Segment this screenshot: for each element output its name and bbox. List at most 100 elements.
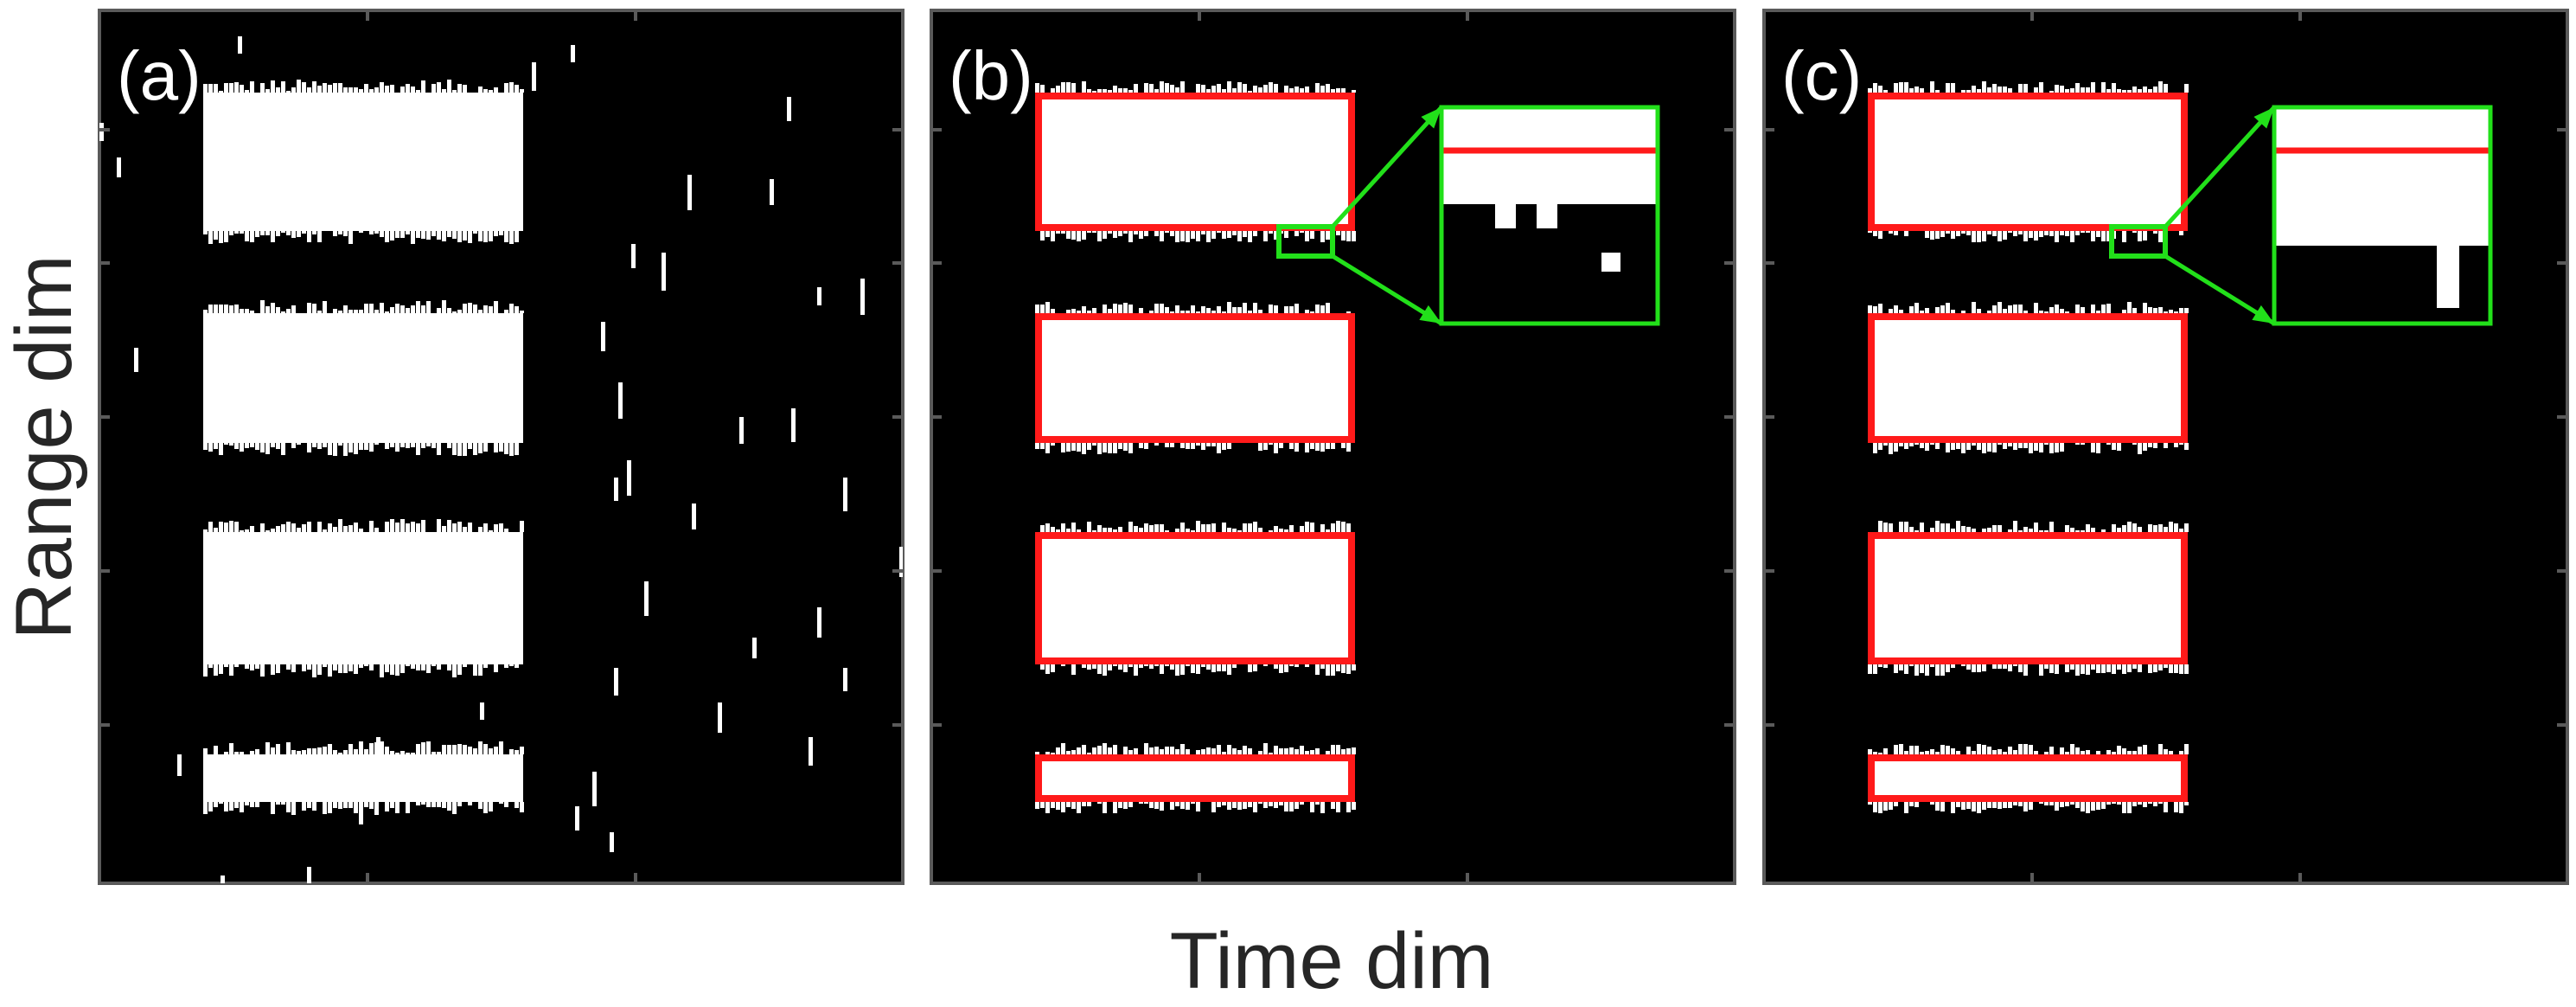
band-fringe bbox=[286, 309, 291, 313]
x-axis-label: Time dim bbox=[1170, 917, 1494, 1005]
band-fringe bbox=[2106, 89, 2111, 93]
band-fringe bbox=[515, 664, 519, 668]
band-fringe bbox=[1352, 664, 1356, 670]
band-fringe bbox=[1139, 664, 1143, 668]
band-fringe bbox=[1961, 526, 1966, 532]
band-fringe bbox=[1982, 529, 1986, 532]
band-fringe bbox=[1243, 523, 1247, 532]
band-fringe bbox=[1232, 664, 1237, 668]
band-fringe bbox=[2184, 84, 2189, 93]
band-fringe bbox=[2039, 530, 2043, 532]
clutter-speck bbox=[843, 478, 847, 511]
band-fringe bbox=[1211, 86, 1216, 93]
band-fringe bbox=[1217, 306, 1221, 313]
band-fringe bbox=[286, 231, 291, 235]
band-fringe bbox=[1211, 523, 1216, 532]
band-fringe bbox=[203, 231, 208, 234]
band-fringe bbox=[1243, 84, 1247, 93]
band-fringe bbox=[2143, 87, 2147, 93]
band-fringe bbox=[509, 82, 514, 93]
target-band bbox=[203, 313, 523, 443]
band-fringe bbox=[2091, 305, 2095, 313]
band-fringe bbox=[380, 82, 384, 93]
band-fringe bbox=[2070, 528, 2074, 532]
band-fringe bbox=[245, 231, 249, 241]
band-fringe bbox=[483, 802, 488, 813]
band-fringe bbox=[307, 802, 311, 808]
band-fringe bbox=[1263, 231, 1268, 241]
band-fringe bbox=[1894, 83, 1898, 93]
band-fringe bbox=[515, 85, 519, 93]
band-fringe bbox=[1935, 521, 1940, 532]
band-fringe bbox=[276, 802, 280, 805]
band-fringe bbox=[431, 84, 436, 93]
band-fringe bbox=[229, 521, 233, 532]
band-fringe bbox=[359, 231, 363, 233]
band-fringe bbox=[515, 750, 519, 754]
band-fringe bbox=[1160, 664, 1164, 674]
band-fringe bbox=[2034, 443, 2038, 451]
band-fringe bbox=[312, 231, 316, 234]
band-fringe bbox=[245, 443, 249, 448]
band-fringe bbox=[2132, 751, 2137, 754]
band-fringe bbox=[1180, 802, 1185, 809]
band-fringe bbox=[2060, 231, 2064, 235]
band-fringe bbox=[1914, 664, 1919, 676]
clutter-speck bbox=[687, 175, 692, 210]
band-fringe bbox=[2127, 802, 2132, 813]
band-fringe bbox=[354, 310, 358, 313]
band-fringe bbox=[1263, 664, 1268, 666]
band-fringe bbox=[1232, 231, 1237, 235]
band-fringe bbox=[431, 752, 436, 754]
band-fringe bbox=[1992, 231, 1997, 236]
band-fringe bbox=[400, 305, 405, 313]
band-fringe bbox=[307, 664, 311, 670]
band-fringe bbox=[2049, 522, 2054, 532]
band-fringe bbox=[2065, 752, 2069, 754]
band-fringe bbox=[483, 523, 488, 532]
band-fringe bbox=[416, 744, 420, 754]
band-fringe bbox=[307, 303, 311, 313]
band-fringe bbox=[406, 84, 410, 93]
band-fringe bbox=[271, 80, 275, 93]
band-fringe bbox=[1258, 87, 1262, 93]
band-fringe bbox=[1118, 305, 1122, 313]
clutter-speck bbox=[791, 408, 796, 442]
band-fringe bbox=[1294, 87, 1299, 93]
band-fringe bbox=[1071, 664, 1076, 675]
band-fringe bbox=[2101, 231, 2106, 241]
band-fringe bbox=[380, 741, 384, 754]
band-fringe bbox=[2153, 231, 2157, 234]
band-fringe bbox=[2060, 86, 2064, 93]
band-fringe bbox=[1180, 231, 1185, 241]
band-fringe bbox=[2039, 231, 2043, 237]
band-fringe bbox=[400, 664, 405, 673]
band-fringe bbox=[2075, 83, 2080, 93]
band-fringe bbox=[1300, 746, 1304, 754]
band-fringe bbox=[1889, 802, 1893, 810]
band-fringe bbox=[1315, 748, 1320, 754]
band-fringe bbox=[255, 664, 259, 669]
band-fringe bbox=[1066, 310, 1071, 313]
band-fringe bbox=[219, 305, 223, 313]
band-fringe bbox=[1097, 443, 1102, 454]
band-fringe bbox=[1909, 88, 1914, 93]
band-fringe bbox=[1982, 664, 1986, 671]
band-fringe bbox=[1909, 664, 1914, 666]
band-fringe bbox=[2055, 231, 2059, 242]
band-fringe bbox=[229, 802, 233, 811]
panel-a-label: (a) bbox=[117, 37, 201, 114]
band-fringe bbox=[364, 443, 368, 450]
band-fringe bbox=[520, 89, 524, 93]
band-fringe bbox=[1966, 443, 1971, 450]
band-fringe bbox=[1946, 231, 1950, 234]
band-fringe bbox=[1056, 802, 1060, 810]
band-fringe bbox=[1940, 745, 1945, 754]
band-fringe bbox=[463, 745, 467, 754]
band-fringe bbox=[416, 664, 420, 670]
band-fringe bbox=[1160, 231, 1164, 241]
band-fringe bbox=[426, 231, 431, 240]
band-fringe bbox=[2117, 89, 2121, 93]
band-fringe bbox=[473, 443, 477, 455]
band-fringe bbox=[2143, 443, 2147, 451]
